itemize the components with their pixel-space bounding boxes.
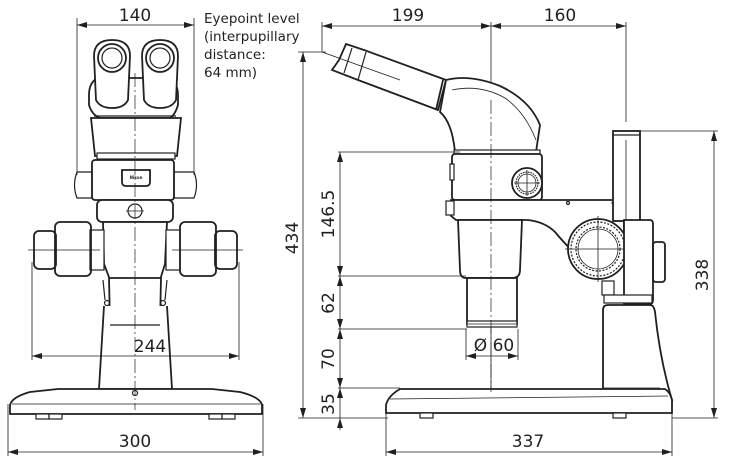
eyepoint-note-line-2: (interpupillary (204, 29, 299, 45)
dim-base-width: 300 (7, 404, 264, 456)
side-eyepiece (321, 42, 541, 153)
dim-label-160: 160 (544, 6, 576, 26)
nikon-badge (121, 169, 151, 187)
side-zoom-body (449, 149, 543, 201)
dim-base-depth: 337 (385, 413, 673, 456)
dim-label-35: 35 (319, 393, 339, 415)
side-pole (601, 130, 666, 305)
front-zoom-body: Nikon (73, 159, 198, 223)
focus-knob-right (172, 221, 243, 277)
front-base (9, 388, 263, 420)
dim-label-146-5: 146.5 (319, 190, 339, 239)
focus-knob-left (28, 221, 100, 277)
dim-label-434: 434 (283, 222, 303, 254)
eyepoint-note: Eyepoint level (interpupillary distance:… (204, 11, 300, 81)
dim-label-244: 244 (134, 337, 166, 357)
dim-label-300: 300 (119, 432, 151, 452)
eyepoint-note-line-1: Eyepoint level (204, 11, 300, 27)
dim-label-70: 70 (319, 348, 339, 370)
dim-total-height: 434 (283, 51, 388, 419)
front-eyepieces (88, 39, 182, 160)
dim-label-338: 338 (693, 259, 713, 291)
side-view: 199 160 (283, 6, 718, 456)
side-stand-column (602, 304, 674, 401)
dim-label-337: 337 (512, 432, 544, 452)
eyepoint-note-line-3: distance: (204, 47, 266, 63)
dim-label-62: 62 (319, 292, 339, 314)
side-objective (457, 219, 523, 328)
side-base (385, 388, 673, 419)
dim-label-199: 199 (392, 6, 424, 26)
dim-label-diameter-60: Ø 60 (474, 336, 514, 356)
dim-label-140: 140 (119, 6, 151, 26)
dim-eyepiece-width: 140 (76, 6, 195, 175)
dim-vertical-stack: 146.5 62 70 35 (319, 151, 467, 430)
dim-objective-diameter: Ø 60 (465, 329, 519, 360)
brand-label: Nikon (130, 175, 143, 180)
front-view: 140 Eyepoint level (interpupillary dista… (7, 6, 300, 456)
dim-pole-height: 338 (640, 130, 718, 419)
dim-knob-span: 244 (31, 262, 240, 360)
eyepoint-note-line-4: 64 mm) (204, 65, 257, 81)
